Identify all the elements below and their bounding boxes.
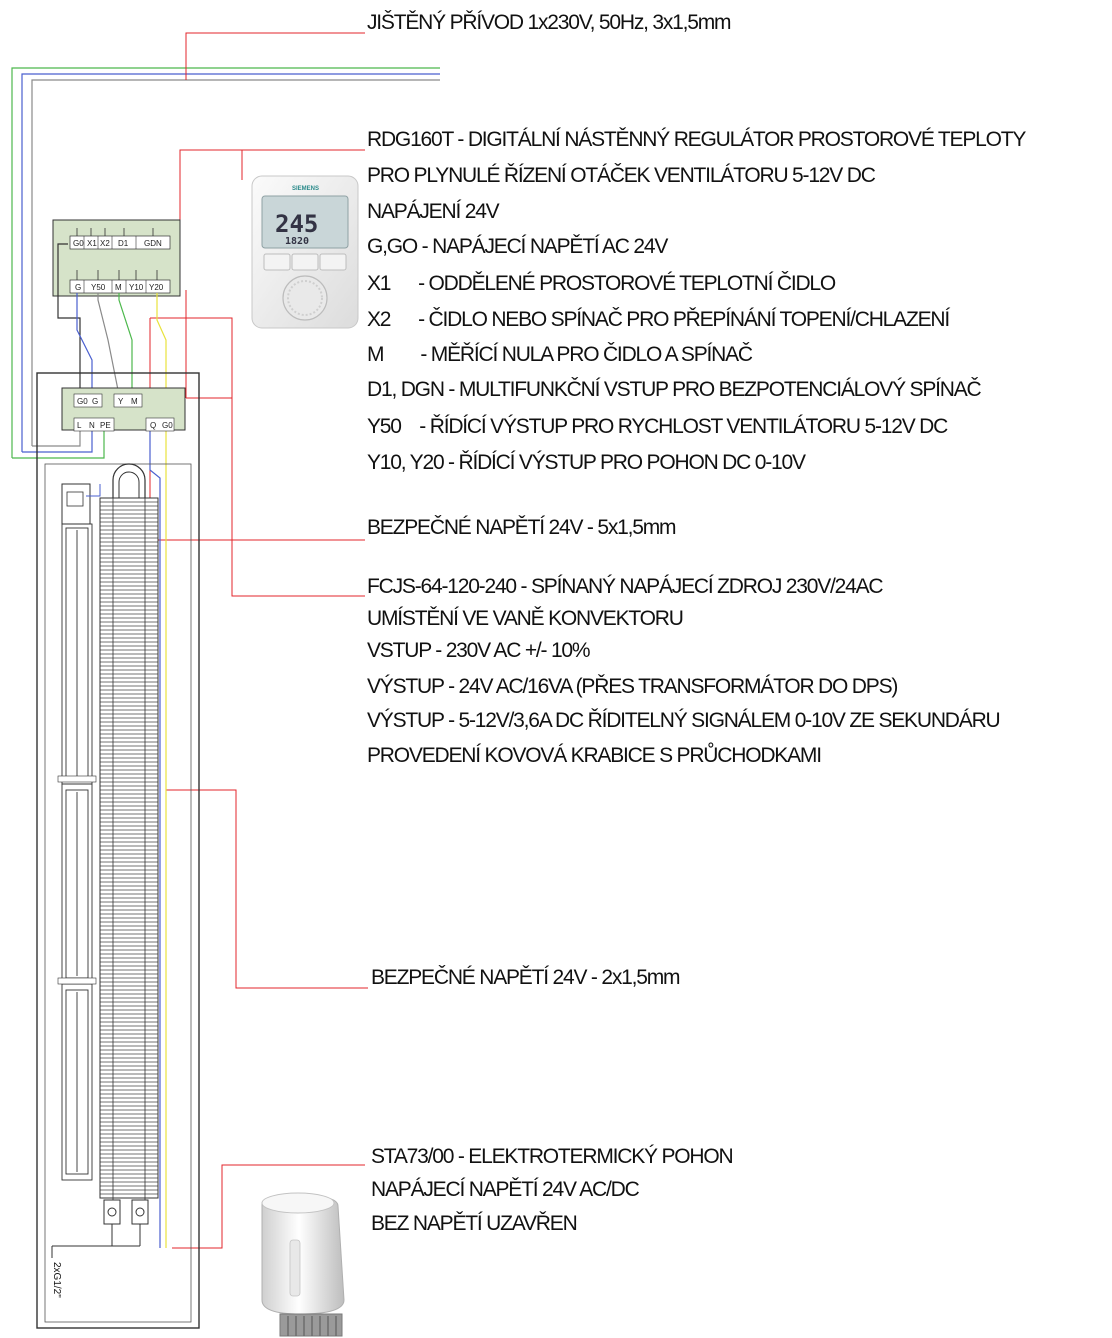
controller-desc-line-1: RDG160T - DIGITÁLNÍ NÁSTĚNNÝ REGULÁTOR P… (367, 128, 1026, 151)
thermostat-brand: SIEMENS (292, 186, 319, 192)
psu-terminal-Y: Y (118, 397, 124, 406)
psu-desc-line-3: VSTUP - 230V AC +/- 10% (367, 639, 591, 662)
psu-terminal-N: N (89, 421, 95, 430)
controller-desc-line-8: D1, DGN - MULTIFUNKČNÍ VSTUP PRO BEZPOTE… (367, 378, 982, 401)
safe-voltage-5-label: BEZPEČNÉ NAPĚTÍ 24V - 5x1,5mm (367, 516, 676, 539)
controller-desc-line-2: PRO PLYNULÉ ŘÍZENÍ OTÁČEK VENTILÁTORU 5-… (367, 164, 876, 187)
actuator-desc-line-3: BEZ NAPĚTÍ UZAVŘEN (371, 1212, 578, 1235)
controller-desc-line-6: X2 - ČIDLO NEBO SPÍNAČ PRO PŘEPÍNÁNÍ TOP… (367, 308, 950, 331)
thermostat-display-sub: 1820 (285, 236, 309, 247)
terminal-X1: X1 (87, 239, 97, 248)
psu-terminal-G: G (92, 397, 98, 406)
supply-label: JIŠTĚNÝ PŘÍVOD 1x230V, 50Hz, 3x1,5mm (367, 11, 732, 34)
psu-terminal-Q: Q (150, 421, 156, 430)
terminal-G0: G0 (73, 239, 84, 248)
controller-desc-line-4: G,GO - NAPÁJECÍ NAPĚTÍ AC 24V (367, 235, 668, 258)
psu-desc-line-4: VÝSTUP - 24V AC/16VA (PŘES TRANSFORMÁTOR… (367, 675, 898, 698)
supply-cable (11, 67, 440, 459)
heat-exchanger (99, 463, 159, 1200)
psu-desc-line-2: UMÍSTĚNÍ VE VANĚ KONVEKTORU (367, 607, 684, 630)
terminal-M: M (115, 283, 122, 292)
terminal-D1: D1 (118, 239, 129, 248)
psu-terminal-G0: G0 (77, 397, 88, 406)
convector-tray: G0 G Y M L N PE Q G0 (36, 372, 200, 1329)
psu-terminal-M: M (131, 397, 138, 406)
control-wires (57, 243, 167, 1248)
psu-desc-line-6: PROVEDENÍ KOVOVÁ KRABICE S PRŮCHODKAMI (367, 744, 822, 767)
controller-terminal-module: G0 X1 X2 D1 GDN G Y50 M Y10 Y20 (52, 219, 181, 297)
terminal-Y20: Y20 (149, 283, 164, 292)
actuator-desc-line-1: STA73/00 - ELEKTROTERMICKÝ POHON (371, 1145, 734, 1168)
controller-desc-line-9: Y50 - ŘÍDÍCÍ VÝSTUP PRO RYCHLOST VENTILÁ… (367, 415, 948, 438)
controller-desc-line-10: Y10, Y20 - ŘÍDÍCÍ VÝSTUP PRO POHON DC 0-… (367, 451, 806, 474)
controller-desc-line-5: X1 - ODDĚLENÉ PROSTOROVÉ TEPLOTNÍ ČIDLO (367, 272, 836, 295)
terminal-X2: X2 (100, 239, 110, 248)
safe-voltage-2-label: BEZPEČNÉ NAPĚTÍ 24V - 2x1,5mm (371, 966, 680, 989)
psu-desc-line-1: FCJS-64-120-240 - SPÍNANÝ NAPÁJECÍ ZDROJ… (367, 575, 884, 598)
thermostat-display-main: 245 (275, 210, 318, 238)
pipe-connection-label: 2xG1/2" (51, 1262, 62, 1298)
psu-terminal-L: L (77, 421, 82, 430)
thermostat-device: SIEMENS 245 1820 (251, 175, 359, 329)
controller-desc-line-3: NAPÁJENÍ 24V (367, 200, 500, 223)
actuator-desc-line-2: NAPÁJECÍ NAPĚTÍ 24V AC/DC (371, 1178, 640, 1201)
terminal-GDN: GDN (144, 239, 162, 248)
controller-desc-line-7: M - MĚŘÍCÍ NULA PRO ČIDLO A SPÍNAČ (367, 343, 753, 366)
psu-desc-line-5: VÝSTUP - 5-12V/3,6A DC ŘÍDITELNÝ SIGNÁLE… (367, 709, 1001, 732)
psu-terminal-PE: PE (100, 421, 111, 430)
terminal-Y50: Y50 (91, 283, 106, 292)
terminal-G: G (75, 283, 81, 292)
actuator-device (261, 1192, 345, 1337)
terminal-Y10: Y10 (129, 283, 144, 292)
psu-terminal-G0-out: G0 (162, 421, 173, 430)
